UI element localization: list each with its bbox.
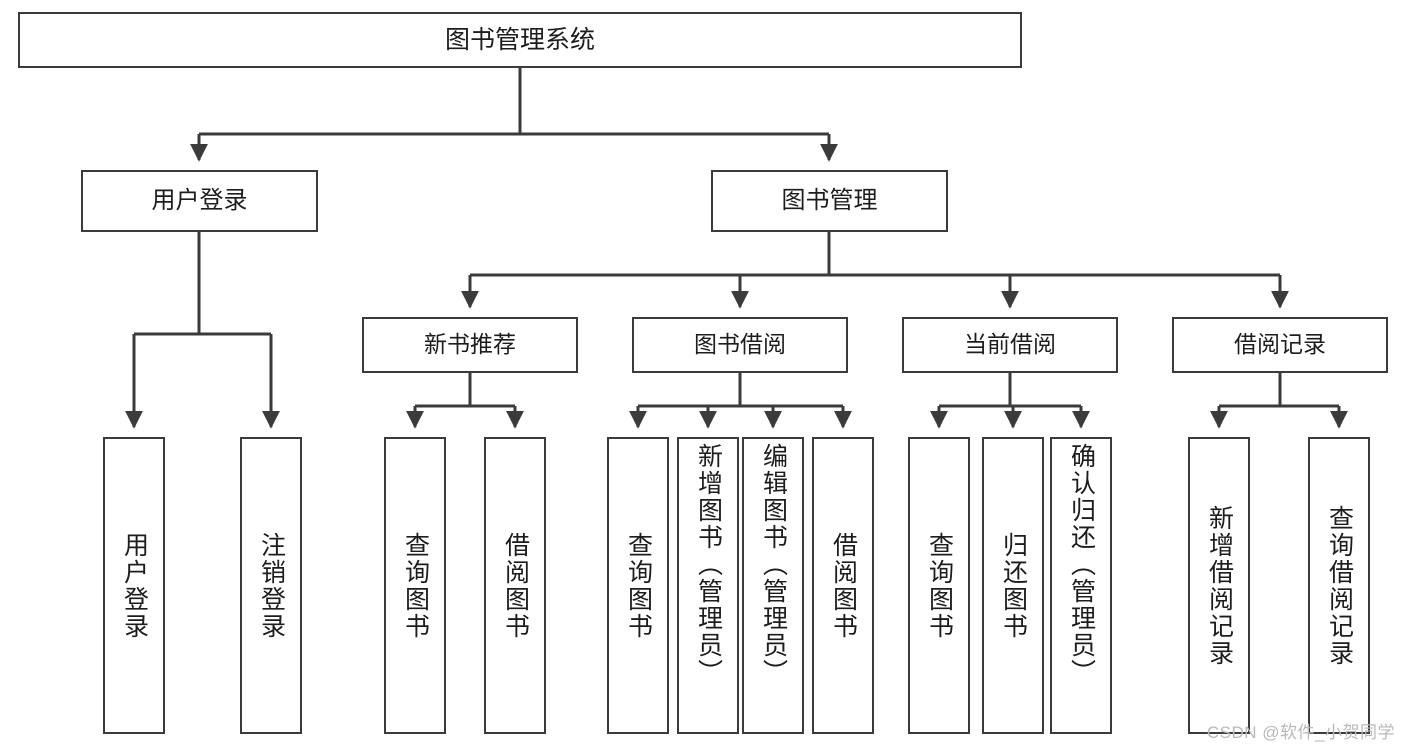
node-borrow-record-label: 借阅记录: [1234, 331, 1326, 358]
node-leaf-query-book-1[interactable]: 查询图书: [384, 437, 446, 734]
node-leaf-query-book-1-label: 查询图书: [401, 531, 430, 640]
node-leaf-add-book[interactable]: 新增图书（管理员）: [677, 437, 739, 734]
node-leaf-query-book-2[interactable]: 查询图书: [607, 437, 669, 734]
node-leaf-borrow-book-1-label: 借阅图书: [501, 531, 530, 640]
node-leaf-add-book-label: 新增图书（管理员）: [694, 443, 723, 686]
node-user-login[interactable]: 用户登录: [81, 170, 318, 232]
node-book-borrow-label: 图书借阅: [694, 331, 786, 358]
node-leaf-borrow-book-2-label: 借阅图书: [829, 531, 858, 640]
node-leaf-logout[interactable]: 注销登录: [240, 437, 302, 734]
node-leaf-return-book-label: 归还图书: [999, 531, 1028, 640]
node-leaf-query-record[interactable]: 查询借阅记录: [1308, 437, 1370, 734]
node-current-borrow-label: 当前借阅: [964, 331, 1056, 358]
node-borrow-record[interactable]: 借阅记录: [1172, 317, 1388, 373]
node-leaf-borrow-book-1[interactable]: 借阅图书: [484, 437, 546, 734]
node-book-borrow[interactable]: 图书借阅: [632, 317, 848, 373]
node-leaf-edit-book[interactable]: 编辑图书（管理员）: [742, 437, 804, 734]
node-book-manage-label: 图书管理: [781, 186, 878, 214]
node-leaf-query-record-label: 查询借阅记录: [1325, 504, 1354, 667]
node-leaf-add-record-label: 新增借阅记录: [1205, 504, 1234, 667]
watermark-text: CSDN @软件_小贺同学: [1206, 723, 1395, 742]
node-root-label: 图书管理系统: [444, 26, 595, 54]
node-new-book-rec-label: 新书推荐: [424, 331, 516, 358]
node-leaf-edit-book-label: 编辑图书（管理员）: [759, 443, 788, 686]
node-leaf-confirm-return-label: 确认归还（管理员）: [1067, 443, 1096, 686]
node-leaf-logout-label: 注销登录: [257, 531, 286, 640]
node-leaf-query-book-2-label: 查询图书: [624, 531, 653, 640]
node-leaf-return-book[interactable]: 归还图书: [982, 437, 1044, 734]
node-leaf-user-login[interactable]: 用户登录: [103, 437, 165, 734]
node-leaf-confirm-return[interactable]: 确认归还（管理员）: [1050, 437, 1112, 734]
node-user-login-label: 用户登录: [151, 186, 248, 214]
node-root[interactable]: 图书管理系统: [18, 12, 1022, 68]
node-book-manage[interactable]: 图书管理: [711, 170, 948, 232]
node-leaf-add-record[interactable]: 新增借阅记录: [1188, 437, 1250, 734]
node-leaf-query-book-3[interactable]: 查询图书: [908, 437, 970, 734]
node-leaf-query-book-3-label: 查询图书: [925, 531, 954, 640]
node-leaf-borrow-book-2[interactable]: 借阅图书: [812, 437, 874, 734]
node-leaf-user-login-label: 用户登录: [120, 531, 149, 640]
node-new-book-rec[interactable]: 新书推荐: [362, 317, 578, 373]
node-current-borrow[interactable]: 当前借阅: [902, 317, 1118, 373]
